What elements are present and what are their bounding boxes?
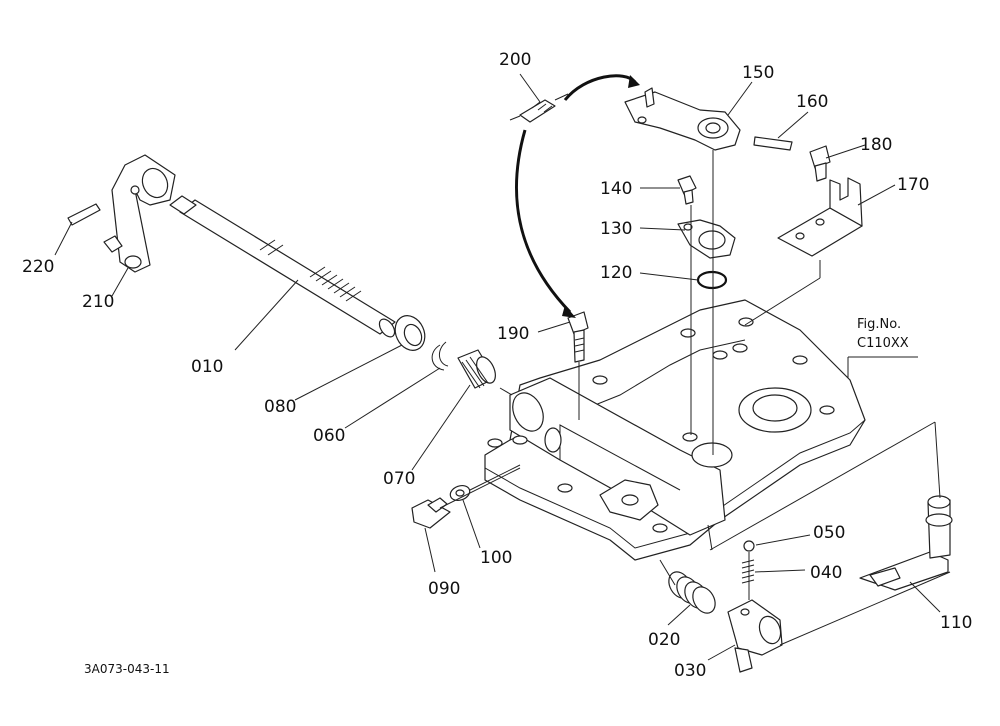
fig-number: C110XX (857, 336, 909, 351)
label-210: 210 (82, 292, 114, 312)
plate-130 (677, 219, 736, 259)
label-030: 030 (674, 661, 706, 681)
pin-160 (753, 136, 793, 151)
bolt-140 (677, 175, 697, 205)
spring-020 (668, 571, 716, 614)
figure-number: Fig.No. C110XX (848, 317, 918, 358)
part-labels: 200 150 160 180 170 140 130 120 190 220 … (22, 50, 972, 681)
seal-080 (394, 315, 426, 351)
bolt-190 (567, 311, 589, 363)
housing-cover (484, 299, 866, 561)
label-190: 190 (497, 324, 529, 344)
shaft-010 (169, 195, 396, 338)
label-140: 140 (600, 179, 632, 199)
label-220: 220 (22, 257, 54, 277)
pin-220 (67, 203, 101, 226)
label-080: 080 (264, 397, 296, 417)
spring-040 (741, 559, 755, 584)
drawing-code: 3A073-043-11 (84, 662, 170, 676)
arm-210 (103, 154, 176, 273)
label-040: 040 (810, 563, 842, 583)
label-100: 100 (480, 548, 512, 568)
leader-lines (54, 73, 951, 661)
label-180: 180 (860, 135, 892, 155)
label-160: 160 (796, 92, 828, 112)
label-050: 050 (813, 523, 845, 543)
bolt-090 (411, 497, 451, 529)
label-120: 120 (600, 263, 632, 283)
lever-150 (624, 87, 741, 151)
fig-label: Fig.No. (857, 317, 901, 332)
bearing-070 (457, 349, 496, 389)
label-170: 170 (897, 175, 929, 195)
o-ring-120 (696, 270, 728, 290)
snap-ring-060 (431, 341, 449, 371)
lever-110 (859, 495, 953, 591)
arm-030 (727, 599, 783, 673)
label-130: 130 (600, 219, 632, 239)
install-arrows (514, 74, 640, 318)
label-010: 010 (191, 357, 223, 377)
label-020: 020 (648, 630, 680, 650)
label-200: 200 (499, 50, 531, 70)
plug-180 (809, 145, 831, 182)
label-060: 060 (313, 426, 345, 446)
ball-050 (743, 540, 755, 552)
label-150: 150 (742, 63, 774, 83)
bracket-170 (777, 177, 863, 257)
label-070: 070 (383, 469, 415, 489)
label-090: 090 (428, 579, 460, 599)
washer-100 (449, 484, 471, 502)
label-110: 110 (940, 613, 972, 633)
spring-pin-200 (509, 93, 569, 123)
